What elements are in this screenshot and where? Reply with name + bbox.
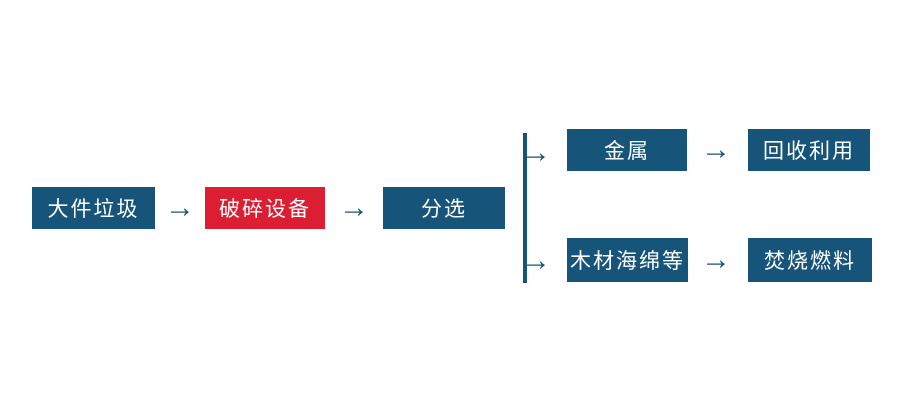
node-crushing-equipment: 破碎设备: [205, 187, 325, 229]
branch-arrow-top-icon: →: [521, 136, 551, 169]
right-arrow-icon: →: [701, 133, 731, 166]
node-sorting: 分选: [383, 187, 505, 229]
right-arrow-icon: →: [165, 191, 195, 224]
right-arrow-icon: →: [701, 243, 731, 276]
node-recycling: 回收利用: [748, 129, 870, 171]
right-arrow-icon: →: [339, 191, 369, 224]
node-wood-sponge: 木材海绵等: [567, 238, 688, 282]
node-incineration-fuel: 焚烧燃料: [748, 238, 872, 282]
node-bulky-waste: 大件垃圾: [32, 187, 155, 229]
branch-arrow-bottom-icon: →: [521, 244, 551, 277]
branch-connector-line: [523, 133, 527, 283]
node-metal: 金属: [567, 129, 687, 171]
